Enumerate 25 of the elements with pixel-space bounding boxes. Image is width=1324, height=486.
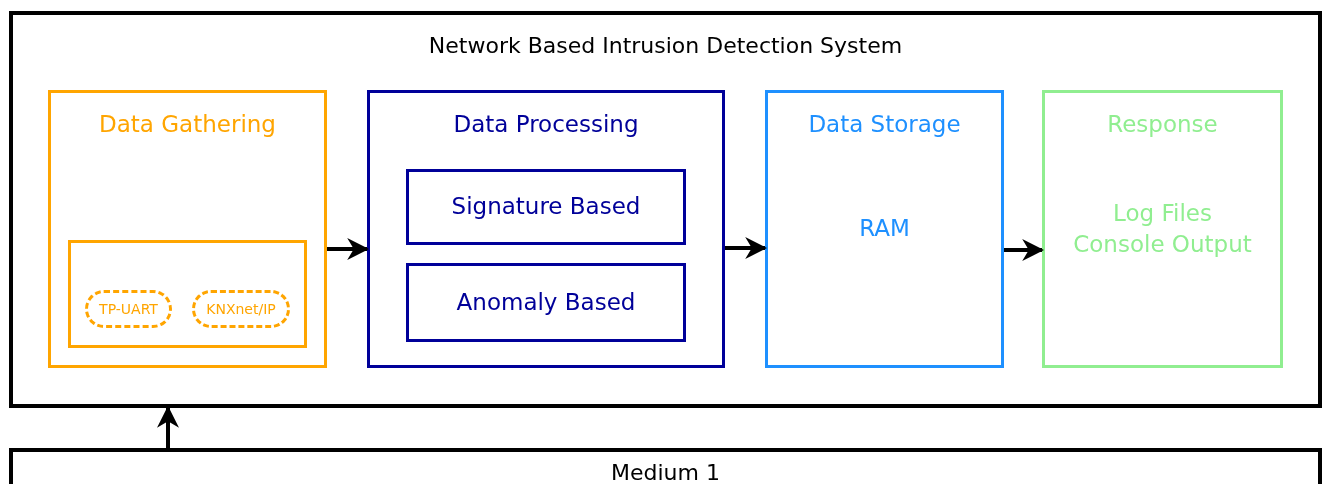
- arrow: [725, 237, 768, 259]
- heading: Medium 1: [610, 459, 721, 486]
- node-text: Log Files Console Output: [1072, 198, 1253, 259]
- heading: Data Gathering: [98, 110, 277, 139]
- process-box: [765, 90, 1004, 368]
- node-label: KNXnet/IP: [205, 299, 277, 319]
- process-box: [367, 90, 725, 368]
- system-frame: [9, 11, 1322, 408]
- component-box: [68, 240, 307, 348]
- arrow: [327, 238, 370, 260]
- heading: Response: [1106, 110, 1219, 139]
- arrow: [157, 405, 179, 448]
- heading: Data Storage: [807, 110, 962, 139]
- node-text: RAM: [858, 214, 911, 244]
- arrow: [1004, 239, 1045, 261]
- node-label: Signature Based: [450, 192, 642, 222]
- node-label: TP-UART: [98, 299, 159, 319]
- medium-bar: [9, 448, 1322, 484]
- process-box: [48, 90, 327, 368]
- heading: Data Processing: [452, 110, 640, 139]
- method-box: [406, 263, 686, 342]
- process-box: [1042, 90, 1283, 368]
- method-box: [406, 169, 686, 245]
- heading: Network Based Intrusion Detection System: [427, 32, 904, 60]
- node-label: Anomaly Based: [455, 288, 637, 317]
